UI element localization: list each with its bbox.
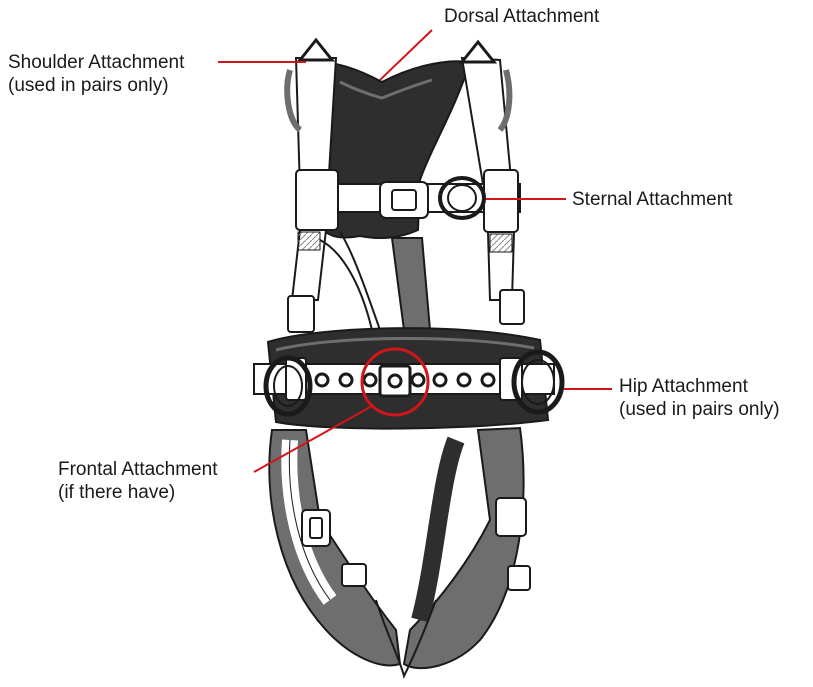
shoulder-attachment-label: Shoulder Attachment (used in pairs only) <box>8 51 184 97</box>
hip-label-line1: Hip Attachment <box>619 376 748 397</box>
right-hip-d-ring <box>511 349 565 415</box>
sub-pelvic-strap <box>375 599 437 679</box>
sternal-d-ring <box>438 176 486 220</box>
left-shoulder-d-ring <box>296 37 336 62</box>
right-shoulder-d-ring <box>458 39 498 64</box>
left-hip-d-ring <box>263 355 313 417</box>
front-straps <box>287 229 525 333</box>
hip-attachment-label: Hip Attachment (used in pairs only) <box>619 375 780 421</box>
sternal-label-line1: Sternal Attachment <box>572 189 733 210</box>
leader-line-dorsal <box>379 29 433 81</box>
sternal-attachment-label: Sternal Attachment <box>572 188 733 211</box>
hip-label-line2: (used in pairs only) <box>619 399 780 420</box>
chest-strap <box>295 169 521 233</box>
leader-line-frontal <box>253 405 373 473</box>
dorsal-label-line1: Dorsal Attachment <box>444 6 600 27</box>
shoulder-label-line2: (used in pairs only) <box>8 75 169 96</box>
shoulder-label-line1: Shoulder Attachment <box>8 52 185 73</box>
left-leg-strap <box>268 429 402 667</box>
frontal-buckle <box>378 364 412 398</box>
dorsal-attachment-label: Dorsal Attachment <box>444 5 599 28</box>
frontal-attachment-label: Frontal Attachment (if there have) <box>58 458 217 504</box>
frontal-label-line1: Frontal Attachment <box>58 459 218 480</box>
frontal-highlight-circle <box>360 347 430 417</box>
frontal-label-line2: (if there have) <box>58 482 176 503</box>
